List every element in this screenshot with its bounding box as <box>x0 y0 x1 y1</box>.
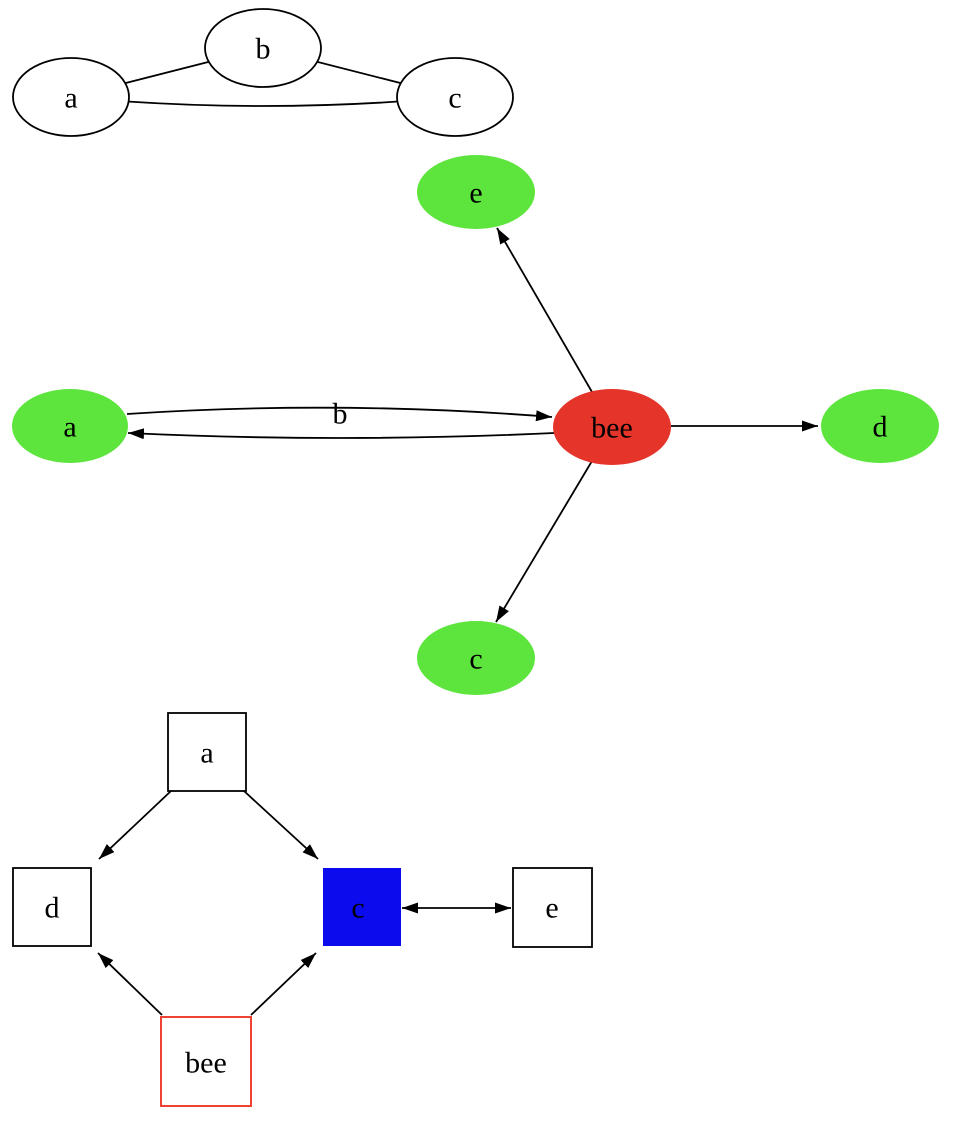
node-bee-square <box>160 1016 252 1107</box>
node-c-label: c <box>469 643 482 676</box>
node-d-label: d <box>873 411 888 444</box>
edge-bee-e <box>496 227 593 393</box>
edge-label-b: b <box>333 398 348 431</box>
node-c-ellipse <box>396 57 514 137</box>
edge-a-bee <box>126 406 553 422</box>
node-c-ellipse <box>417 621 535 695</box>
edge-bee-c <box>495 460 593 623</box>
node-a-label: a <box>200 737 213 770</box>
node-bee-ellipse <box>553 389 671 465</box>
node-d-square <box>12 867 92 947</box>
edge-bee-d <box>97 952 163 1016</box>
node-e-label: e <box>545 892 558 925</box>
node-a-label: a <box>63 411 76 444</box>
node-c-square <box>323 868 401 946</box>
node-e-label: e <box>469 177 482 210</box>
node-c-label: c <box>448 82 461 115</box>
square-graph: a d c e bee <box>12 712 593 1107</box>
node-a-square <box>167 712 247 792</box>
node-e-ellipse <box>417 155 535 229</box>
node-d-label: d <box>45 892 60 925</box>
node-bee-label: bee <box>185 1047 227 1080</box>
node-a-ellipse <box>12 57 130 137</box>
node-c-label: c <box>351 892 364 925</box>
star-graph: b e a bee d c <box>12 155 939 695</box>
node-a-label: a <box>64 82 77 115</box>
edge-a-d <box>98 790 172 860</box>
node-d-ellipse <box>821 389 939 463</box>
edge-a-c <box>243 790 319 860</box>
triangle-graph: a b c <box>12 8 514 137</box>
node-a-ellipse <box>12 389 128 463</box>
node-b-label: b <box>256 33 271 66</box>
node-b-ellipse <box>204 8 322 88</box>
node-bee-label: bee <box>591 412 633 445</box>
edge-bee-a <box>127 428 555 440</box>
node-e-square <box>512 867 593 948</box>
edge-bee-c <box>250 952 317 1016</box>
